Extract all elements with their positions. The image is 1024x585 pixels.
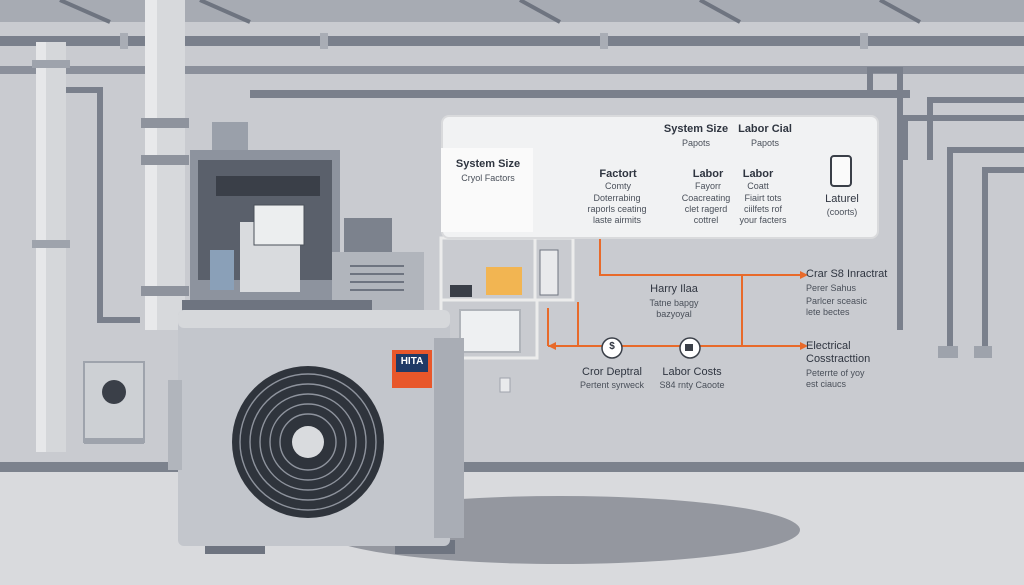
lower-middle-line1: Tatne bapgy: [649, 298, 699, 308]
tablet-icon: [830, 155, 852, 187]
baseboard: [0, 462, 1024, 472]
left-duct: [32, 42, 140, 452]
cost-1-subtitle: Pertent syrweck: [579, 380, 645, 390]
panel-header-1-title: System Size: [663, 123, 729, 135]
ceiling-pipe-3: [250, 90, 910, 98]
shelf-radio: [450, 285, 472, 297]
factor-2-title: Labor: [692, 168, 724, 180]
desc-1-line3: laste airmits: [592, 215, 641, 225]
shelf-box: [486, 267, 522, 295]
desc-3-line1: Fiairt tots: [744, 193, 782, 203]
panel-header-1-subtitle: Papots: [681, 138, 711, 148]
cost-1-title: Cror Deptral: [582, 366, 642, 378]
panel-right-subtitle: (coorts): [826, 207, 858, 217]
panel-header-2-subtitle: Papots: [750, 138, 780, 148]
brand-label: HITA: [400, 356, 424, 367]
desc-1-line1: Doterrabing: [593, 193, 641, 203]
info-panel-left-column: [441, 148, 533, 232]
ceiling-trusses: [59, 0, 921, 24]
desc-1-line2: raporls ceating: [587, 204, 647, 214]
lower-right-top-line3: lete bectes: [806, 307, 850, 317]
desc-2-line3: cottrel: [693, 215, 719, 225]
wall-vent: [83, 361, 145, 444]
panel-left-title: System Size: [455, 158, 521, 170]
factor-3-subtitle: Coatt: [747, 181, 769, 191]
lower-middle-title: Harry Ilaa: [650, 283, 698, 295]
desc-2-line1: Coacreating: [681, 193, 731, 203]
right-valve: [938, 346, 958, 358]
right-valve-2: [974, 346, 992, 358]
desc-3-line2: ciilfets rof: [743, 204, 782, 214]
lower-middle-line2: bazyoyal: [656, 309, 692, 319]
lower-right-bottom-line1: Cosstracttion: [806, 353, 871, 365]
desc-2-line2: clet ragerd: [684, 204, 728, 214]
lower-right-bottom-line2: Peterrte of yoy: [806, 368, 865, 378]
panel-header-2-title: Labor Cial: [738, 123, 792, 135]
factor-1-subtitle: Comty: [604, 181, 631, 191]
flue-pipe: [141, 0, 189, 330]
shelf-device: [539, 249, 559, 296]
cost-2-title: Labor Costs: [662, 366, 722, 378]
lower-right-top-title: Crar S8 Inractrat: [806, 268, 888, 280]
lower-right-bottom-title: Electrical: [806, 340, 851, 352]
ceiling: [0, 0, 1024, 22]
factor-3-title: Labor: [742, 168, 774, 180]
factor-1-title: Factort: [599, 168, 637, 180]
fan-hub: [292, 426, 324, 458]
panel-left-subtitle: Cryol Factors: [461, 173, 515, 183]
lower-right-top-line2: Parlcer sceasic: [806, 296, 868, 306]
ceiling-pipe-1: [0, 36, 1024, 46]
cost-icon-dollar: [601, 337, 623, 359]
pipe-clamps: [120, 33, 868, 49]
wall-mini-split: [459, 309, 521, 353]
furnace: [182, 122, 424, 314]
ceiling-pipe-2: [0, 66, 1024, 74]
fan-rings: [239, 373, 377, 511]
factor-2-subtitle: Fayorr: [694, 181, 721, 191]
cost-2-subtitle: S84 rnty Caoote: [659, 380, 725, 390]
condenser-unit: [168, 310, 464, 554]
wall-outlet: [499, 377, 511, 393]
lower-right-top-line1: Perer Sahus: [806, 283, 857, 293]
desc-3-line3: your facters: [739, 215, 787, 225]
cost-1-symbol: $: [609, 341, 615, 352]
lower-right-bottom-line3: est ciaucs: [806, 379, 847, 389]
right-pipes: [867, 67, 1024, 350]
panel-right-title: Laturel: [825, 193, 859, 205]
cost-icon-labor-inner: [685, 344, 693, 351]
